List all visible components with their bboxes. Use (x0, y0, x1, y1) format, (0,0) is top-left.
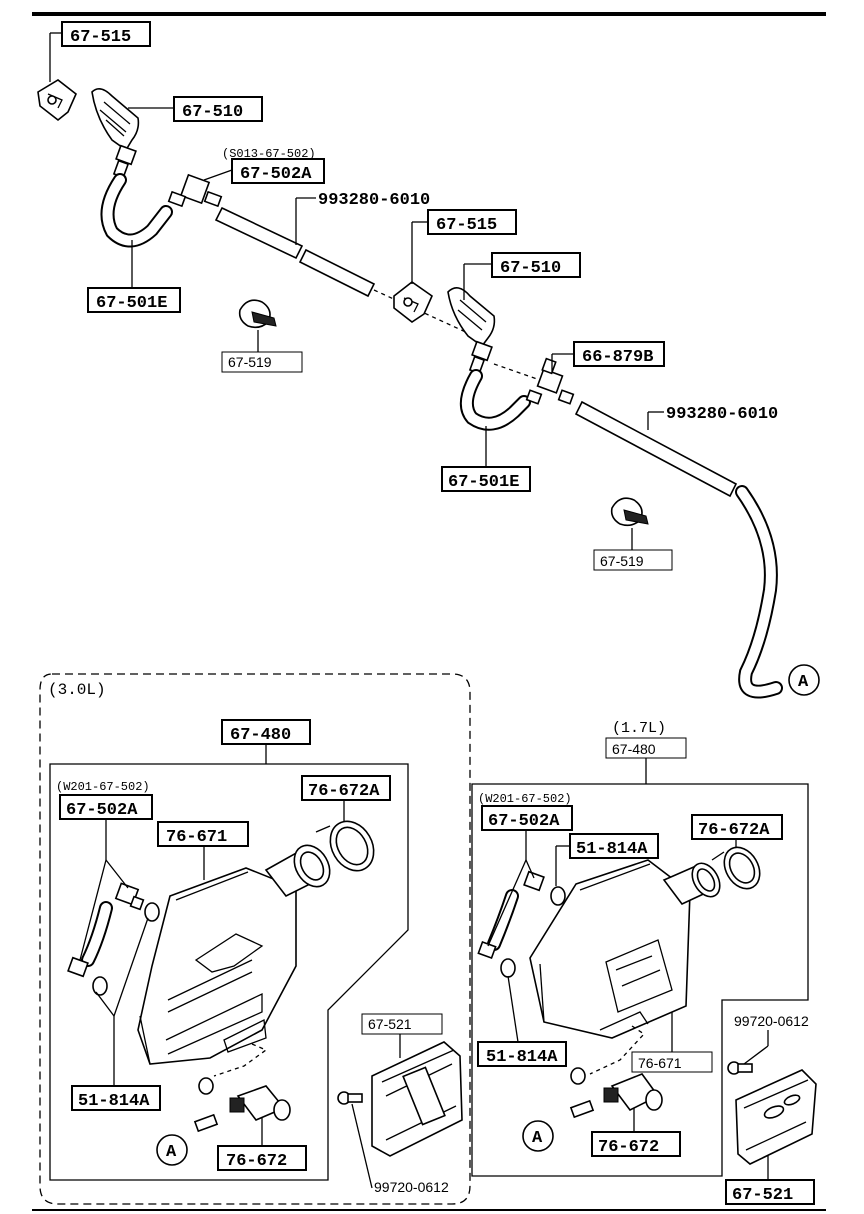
label-67-501e-mid: 67-501E (448, 473, 519, 492)
label-67-502a-upper: 67-502A (240, 165, 312, 184)
label-67-515-mid: 67-515 (436, 216, 497, 235)
label-box-67-502a-left (59, 794, 153, 820)
label-67-510-upper: 67-510 (182, 103, 243, 122)
label-67-480-left: 67-480 (230, 726, 291, 745)
label-w201-note-left: (W201-67-502) (56, 780, 150, 794)
label-box-76-672-right (591, 1131, 681, 1157)
washer-nozzle-upper-left (91, 88, 140, 179)
label-box-76-671-left (157, 821, 249, 847)
label-s013-note: (S013-67-502) (222, 147, 316, 161)
bracket-frame-left (49, 763, 409, 1181)
label-993280-6010-lower: 993280-6010 (666, 405, 778, 424)
callout-a-right-label: A (532, 1129, 543, 1148)
label-76-671-left: 76-671 (166, 828, 227, 847)
label-box-67-502a-upper (231, 158, 325, 184)
tube-upper (214, 206, 376, 298)
label-67-502a-right: 67-502A (488, 812, 560, 831)
label-993280-6010-upper: 993280-6010 (318, 191, 430, 210)
label-box-76-672a-right (691, 814, 783, 840)
hose-clip-upper (238, 299, 277, 329)
washer-tank-left (137, 844, 331, 1065)
label-box-67-521-left (361, 1013, 443, 1035)
label-67-519-upper: 67-519 (228, 354, 272, 370)
label-box-67-501e-mid (441, 466, 531, 492)
label-67-515-upper: 67-515 (70, 28, 131, 47)
callout-a-left (156, 1134, 188, 1166)
washer-nozzle-upper-right (447, 287, 496, 375)
label-99720-0612-left: 99720-0612 (374, 1179, 449, 1195)
label-67-521-right: 67-521 (732, 1186, 793, 1205)
label-51-814a-left: 51-814A (78, 1092, 150, 1111)
callout-a-top-label: A (798, 673, 809, 692)
label-67-521-left: 67-521 (368, 1016, 412, 1032)
hose-clip-lower (610, 497, 649, 527)
t-connector-mid (525, 357, 575, 405)
label-box-66-879b (573, 341, 665, 367)
label-67-510-mid: 67-510 (500, 259, 561, 278)
variant-label-1-7l: (1.7L) (612, 720, 666, 737)
label-box-51-814a-right (477, 1041, 567, 1067)
label-box-67-519-upper (221, 351, 303, 373)
variant-label-3-0l: (3.0L) (48, 681, 106, 699)
mounting-bracket-left (371, 1041, 463, 1157)
label-box-76-671-right (631, 1051, 713, 1073)
label-67-501e-upper: 67-501E (96, 294, 167, 313)
label-box-67-501e-upper (87, 287, 181, 313)
label-box-51-814a-left (71, 1085, 161, 1111)
label-box-76-672-left (217, 1145, 307, 1171)
label-67-519-lower: 67-519 (600, 553, 644, 569)
callout-a-left-label: A (166, 1143, 177, 1162)
label-66-879b: 66-879B (582, 348, 653, 367)
bolt-right (727, 1061, 753, 1075)
label-box-67-515-mid (427, 209, 517, 235)
label-51-814a-top-right: 51-814A (576, 840, 648, 859)
label-box-67-519-lower (593, 549, 673, 571)
label-67-480-right: 67-480 (612, 741, 656, 757)
label-box-67-521-right (725, 1179, 815, 1205)
label-76-672a-right: 76-672A (698, 821, 770, 840)
label-box-67-502a-right (481, 805, 573, 831)
label-76-671-right: 76-671 (638, 1055, 682, 1071)
washer-pump-right (569, 1067, 663, 1119)
pump-joint-right (477, 870, 566, 978)
clamp-ring-right (711, 846, 761, 890)
label-76-672-right: 76-672 (598, 1138, 659, 1157)
washer-pump-left (193, 1077, 291, 1133)
frame-3-0l (39, 673, 471, 1205)
nozzle-clip-upper-right (393, 281, 433, 323)
washer-tank-right (529, 859, 721, 1039)
pump-joint-left (67, 882, 160, 996)
label-box-76-672a-left (301, 775, 391, 801)
connector-upper (167, 173, 223, 208)
label-99720-0612-right: 99720-0612 (734, 1013, 809, 1029)
label-w201-note-right: (W201-67-502) (478, 792, 572, 806)
nozzle-clip-upper-left (37, 79, 77, 122)
callout-a-right (522, 1120, 554, 1152)
label-box-67-510-upper (173, 96, 263, 122)
label-box-67-510-mid (491, 252, 581, 278)
label-76-672a-left: 76-672A (308, 782, 380, 801)
label-76-672-left: 76-672 (226, 1152, 287, 1171)
label-box-67-515-upper (61, 21, 151, 47)
clamp-ring-left (315, 820, 375, 872)
tube-lower (574, 400, 738, 498)
callout-a-top (788, 664, 820, 696)
label-67-502a-left: 67-502A (66, 801, 138, 820)
mounting-bracket-right (735, 1069, 817, 1165)
bracket-frame-right (471, 783, 809, 1177)
label-51-814a-right: 51-814A (486, 1048, 558, 1067)
bolt-left (337, 1091, 363, 1105)
